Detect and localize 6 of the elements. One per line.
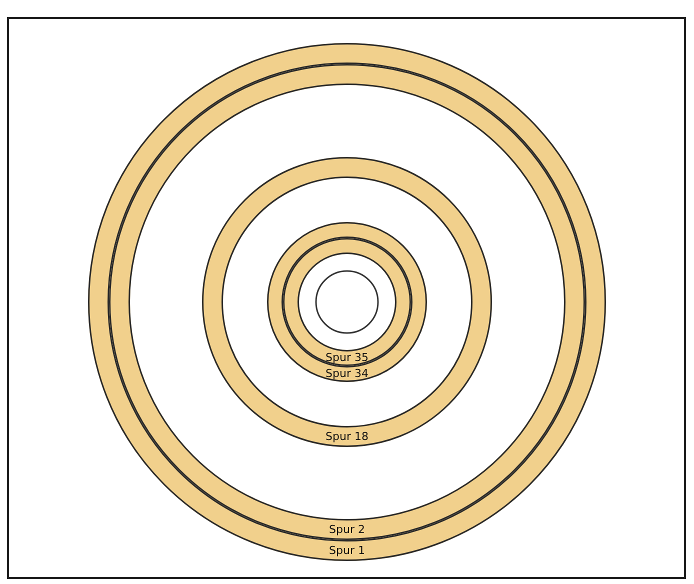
track-label: Spur 35 xyxy=(326,352,368,364)
track-label: Spur 18 xyxy=(326,430,368,442)
track-label: Spur 2 xyxy=(329,524,365,536)
track-label: Spur 34 xyxy=(326,368,368,380)
track-label: Spur 1 xyxy=(329,544,365,556)
track-ring xyxy=(88,43,606,561)
